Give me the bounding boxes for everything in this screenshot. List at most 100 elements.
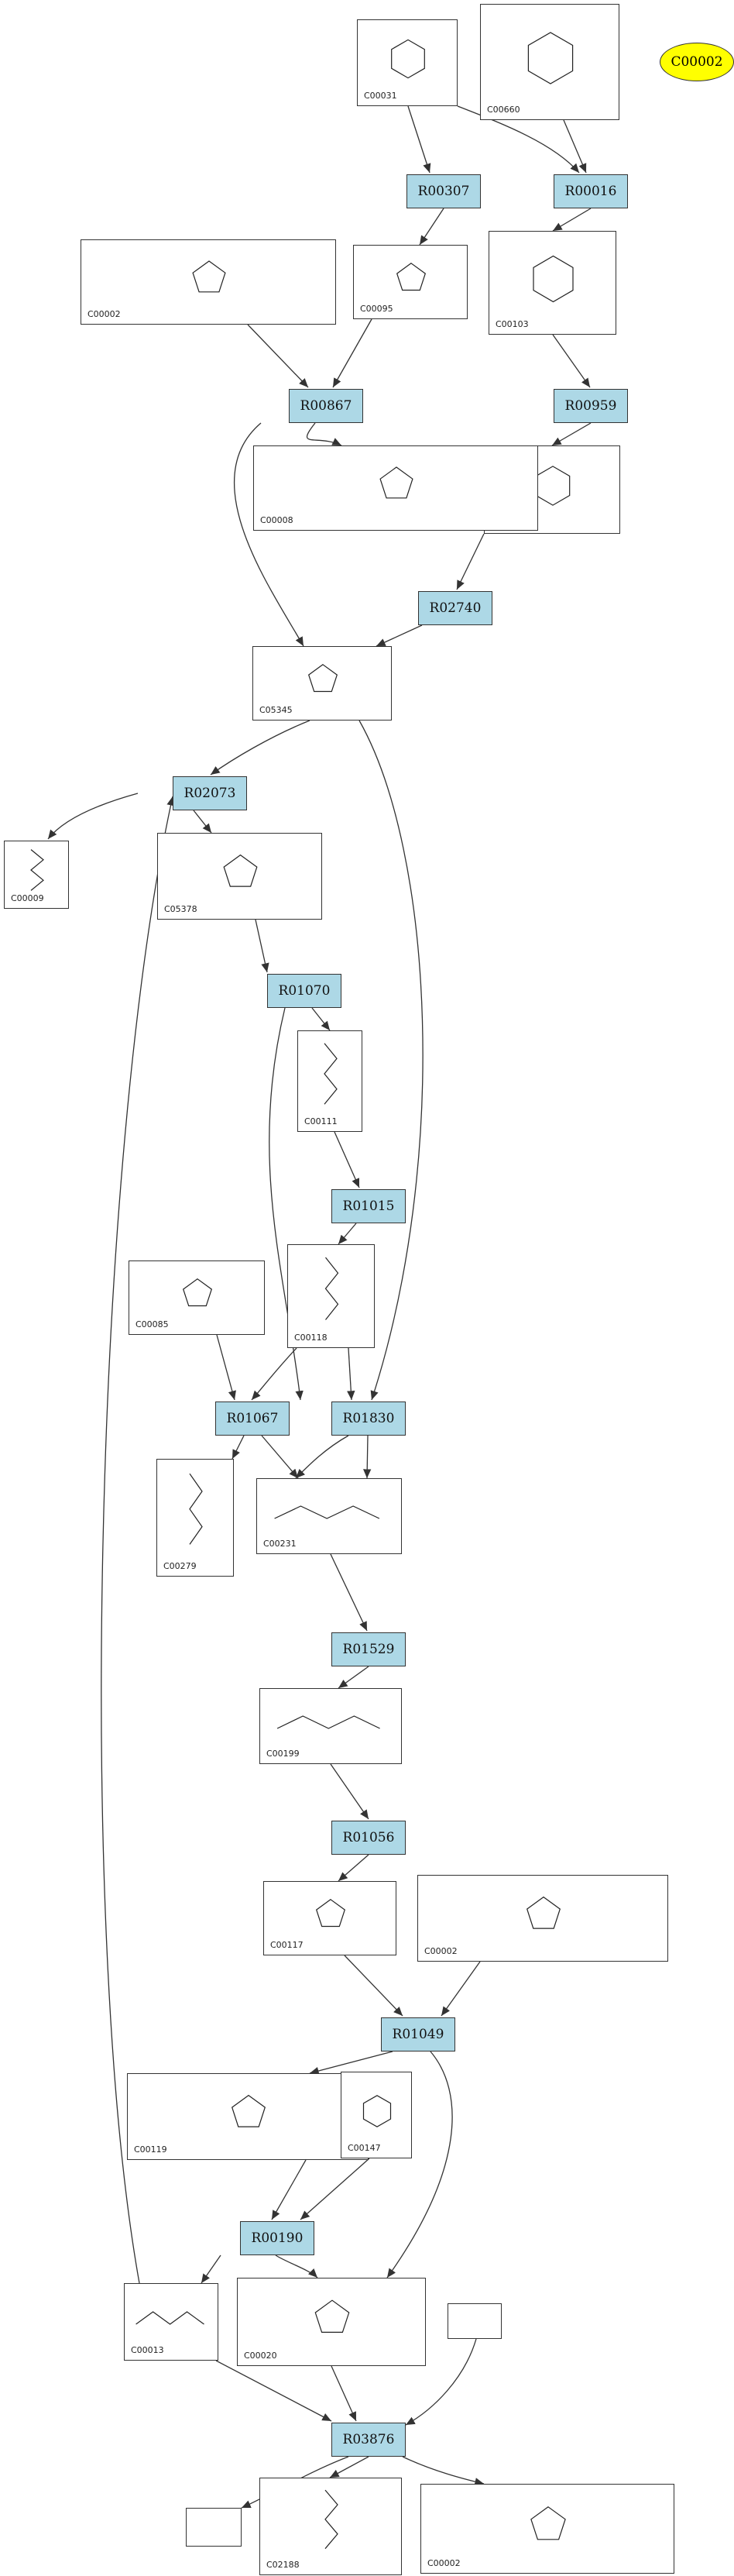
reaction-node[interactable]: R01830	[331, 1401, 406, 1436]
compound-structure	[135, 2311, 204, 2325]
reaction-node[interactable]: R01070	[267, 974, 341, 1008]
compound-id-label: C00002	[427, 2558, 461, 2568]
molecule-structure-icon	[231, 2094, 266, 2127]
compound-node[interactable]: C00119	[127, 2073, 369, 2160]
pathway-arrow	[255, 919, 269, 973]
compound-structure	[530, 2506, 566, 2540]
compound-structure	[314, 2299, 350, 2334]
pathway-arrow	[376, 624, 423, 647]
reaction-node[interactable]: R01049	[381, 2017, 455, 2052]
molecule-structure-icon	[276, 1715, 380, 1729]
pathway-arrow	[216, 1334, 236, 1401]
reaction-node[interactable]: R00959	[554, 389, 628, 423]
compound-id-label: C00117	[270, 1940, 304, 1950]
compound-id-label: C00231	[263, 1539, 297, 1549]
compound-node[interactable]: C00002	[417, 1875, 668, 1962]
molecule-structure-icon	[396, 263, 427, 291]
legend-ellipse[interactable]: C00002	[660, 43, 734, 81]
compound-structure	[527, 32, 574, 84]
compound-node[interactable]: C00009	[4, 841, 69, 909]
compound-structure	[396, 263, 427, 291]
compound-node[interactable]: C00111	[297, 1030, 362, 1132]
reaction-node[interactable]: R00867	[289, 389, 363, 423]
compound-structure	[362, 2095, 392, 2127]
compound-node[interactable]: C00002	[420, 2484, 674, 2574]
compound-structure	[231, 2094, 266, 2127]
reaction-node[interactable]: R01015	[331, 1189, 406, 1223]
compound-node[interactable]: C00660	[480, 4, 619, 120]
reaction-node[interactable]: R00190	[240, 2221, 314, 2255]
molecule-structure-icon	[379, 466, 413, 499]
reaction-node[interactable]: R03876	[331, 2423, 406, 2457]
molecule-structure-icon	[527, 32, 574, 84]
pathway-arrow	[269, 1007, 304, 1401]
molecule-structure-icon	[324, 2489, 338, 2550]
compound-node[interactable]: C05378	[157, 833, 322, 920]
compound-node[interactable]: C00008	[253, 445, 538, 531]
compound-node[interactable]: C00013	[124, 2283, 218, 2361]
pathway-arrow	[358, 720, 424, 1401]
compound-node[interactable]: C00199	[259, 1688, 402, 1764]
molecule-structure-icon	[274, 1505, 380, 1519]
compound-node[interactable]: C05345	[252, 646, 392, 721]
pathway-arrow	[405, 2338, 477, 2426]
molecule-structure-icon	[324, 1043, 338, 1105]
molecule-structure-icon	[192, 260, 226, 293]
reaction-node[interactable]: R01529	[331, 1632, 406, 1666]
pathway-arrow	[552, 334, 591, 388]
pathway-arrow	[332, 318, 372, 388]
compound-structure	[307, 664, 338, 693]
reaction-node[interactable]: R00307	[406, 174, 481, 208]
reaction-node[interactable]: R01056	[331, 1821, 406, 1855]
compound-node[interactable]: C02188	[259, 2478, 402, 2575]
compound-id-label: C02188	[266, 2560, 300, 2570]
compound-id-label: C00119	[134, 2144, 167, 2155]
pathway-arrow	[232, 1435, 245, 1460]
compound-node[interactable]: C00085	[129, 1260, 265, 1335]
compound-id-label: C00147	[348, 2143, 381, 2153]
compound-id-label: C00279	[163, 1561, 197, 1571]
compound-node[interactable]: C00031	[357, 19, 458, 106]
reaction-node[interactable]: R01067	[215, 1401, 290, 1436]
compound-node[interactable]: C00020	[237, 2278, 426, 2366]
molecule-structure-icon	[307, 664, 338, 693]
blank-node[interactable]	[186, 2508, 242, 2547]
compound-id-label: C00111	[304, 1116, 338, 1126]
compound-id-label: C00085	[135, 1319, 169, 1329]
compound-node[interactable]: C00002	[81, 239, 336, 325]
pathway-arrow	[193, 810, 212, 834]
compound-structure	[276, 1715, 380, 1729]
reaction-node[interactable]: R00016	[554, 174, 628, 208]
pathway-arrow	[552, 208, 592, 232]
pathway-arrow	[261, 1435, 299, 1479]
compound-id-label: C05345	[259, 705, 293, 715]
compound-node[interactable]: C00103	[489, 231, 616, 335]
compound-id-label: C00031	[364, 91, 397, 101]
molecule-structure-icon	[30, 849, 44, 891]
pathway-arrow	[251, 1347, 297, 1401]
compound-structure	[533, 255, 574, 303]
compound-node[interactable]: C00118	[287, 1244, 375, 1348]
blank-node[interactable]	[448, 2303, 502, 2339]
compound-structure	[223, 854, 258, 887]
compound-node[interactable]: C00279	[156, 1459, 234, 1577]
pathway-arrow	[347, 1347, 355, 1401]
compound-node[interactable]: C00231	[256, 1478, 402, 1554]
compound-id-label: C00020	[244, 2351, 277, 2361]
reaction-node[interactable]: R02740	[418, 591, 492, 625]
pathway-arrow	[247, 324, 309, 388]
pathway-arrow	[407, 105, 431, 174]
compound-id-label: C05378	[164, 904, 197, 914]
compound-node[interactable]: C00117	[263, 1881, 396, 1955]
pathway-arrow	[47, 793, 139, 840]
pathway-arrow	[338, 1666, 369, 1689]
compound-structure	[324, 1043, 338, 1105]
compound-structure	[192, 260, 226, 293]
compound-id-label: C00009	[11, 893, 44, 903]
compound-structure	[189, 1473, 203, 1545]
compound-node[interactable]: C00095	[353, 245, 468, 319]
reaction-node[interactable]: R02073	[173, 776, 247, 810]
compound-node[interactable]: C00147	[341, 2072, 412, 2158]
pathway-arrow	[363, 1435, 372, 1479]
pathway-arrow	[271, 2159, 307, 2220]
